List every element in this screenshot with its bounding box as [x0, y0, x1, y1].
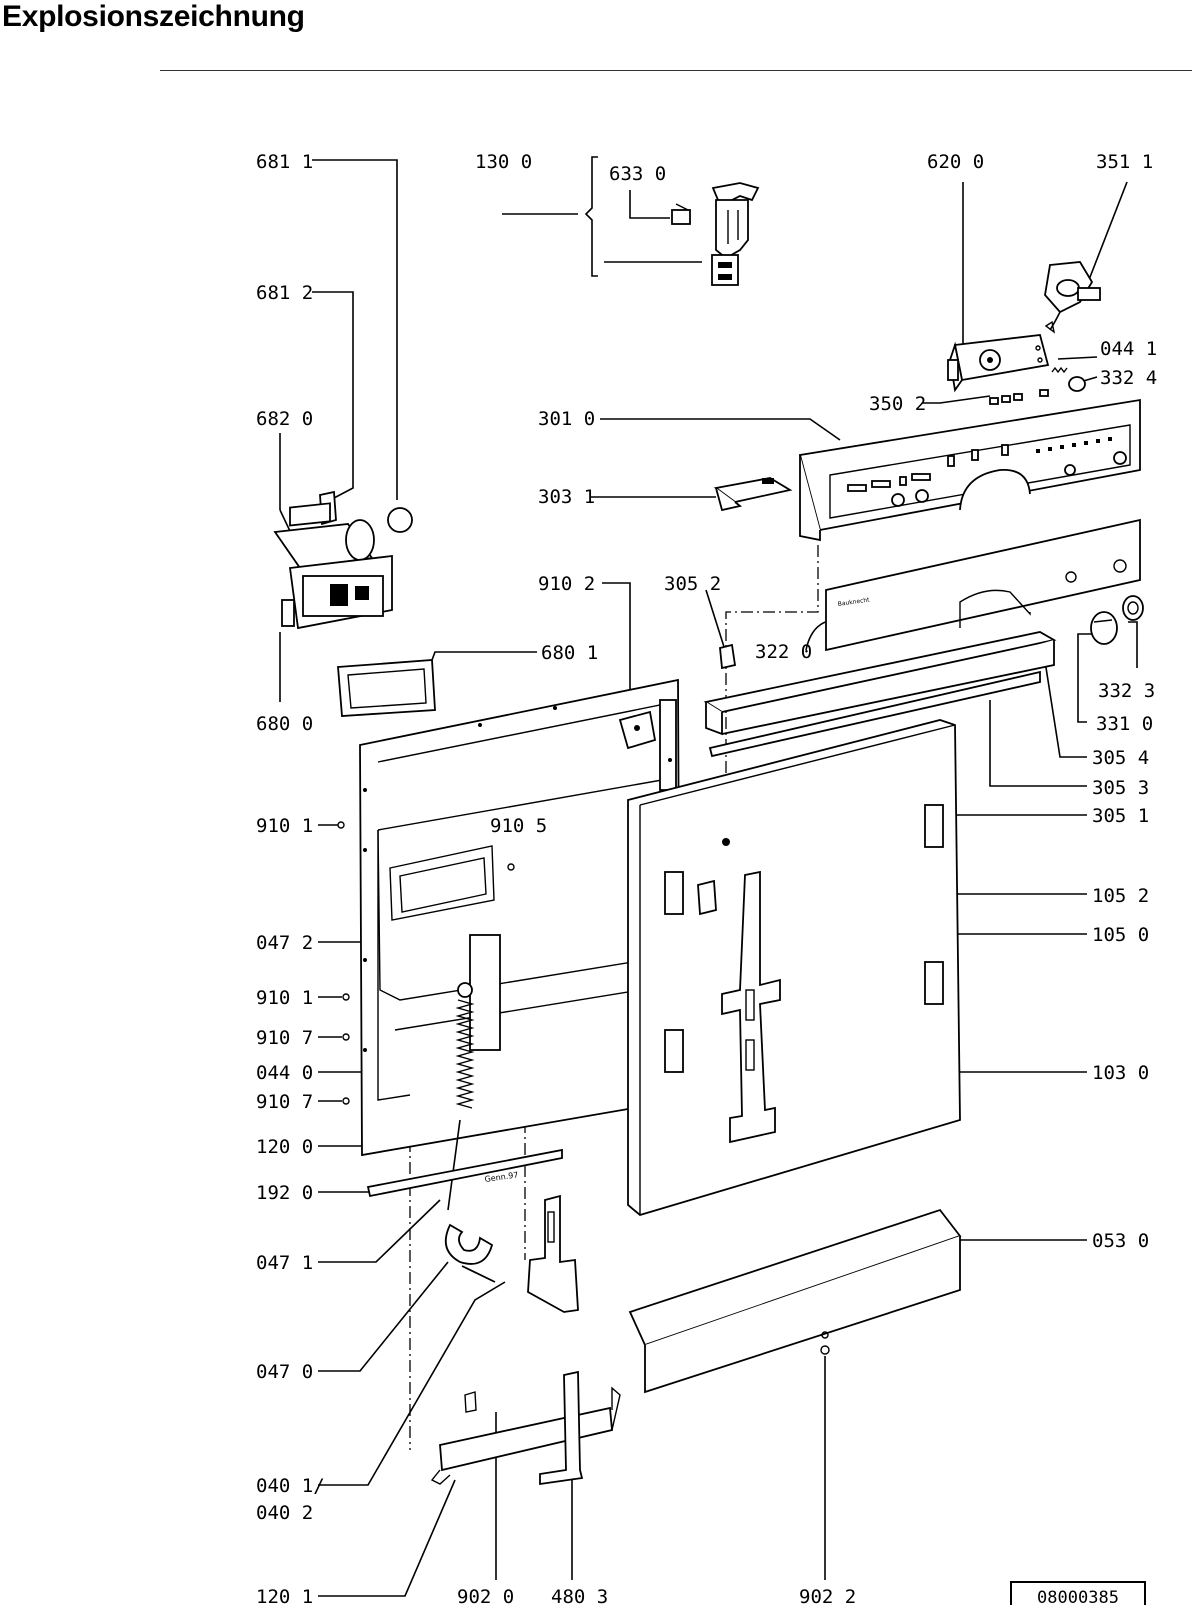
programmer-module-part	[947, 334, 1050, 393]
document-number: 08000385	[1037, 1588, 1119, 1605]
page-title: Explosionszeichnung	[2, 0, 305, 33]
brand-text: Bauknecht	[837, 597, 870, 608]
part-label: 305 1	[1092, 805, 1149, 827]
part-label: 902 0	[457, 1586, 514, 1605]
door-spring-part	[447, 982, 475, 1211]
screws-part	[337, 821, 515, 1105]
part-label: 681 2	[256, 282, 313, 304]
small-knob-part	[1068, 376, 1086, 392]
part-label: 040 1/	[256, 1475, 325, 1497]
part-label: 620 0	[927, 151, 984, 173]
lower-rail-part	[708, 670, 1041, 758]
parts: Bauknecht	[273, 182, 1144, 1486]
top-rail-part	[703, 631, 1057, 736]
title-divider	[160, 70, 1192, 71]
part-label: 040 2	[256, 1502, 313, 1524]
part-label: 053 0	[1092, 1230, 1149, 1252]
hinge-cam-part	[444, 1223, 496, 1283]
hinge-bracket-part	[527, 1194, 579, 1313]
part-label: 192 0	[256, 1182, 313, 1204]
program-knob-shaft-part	[1044, 261, 1101, 334]
part-label: 301 0	[538, 408, 595, 430]
part-label: 910 7	[256, 1027, 313, 1049]
program-knob-part	[1090, 595, 1144, 645]
part-labels: 681 1 130 0 633 0 620 0 351 1 681 2 044 …	[256, 151, 1157, 1605]
bottom-strip-part: Genn.97	[366, 1148, 563, 1198]
push-buttons-part	[989, 389, 1049, 405]
small-spring-part	[1051, 366, 1068, 374]
part-label: 047 2	[256, 932, 313, 954]
part-label: 682 0	[256, 408, 313, 430]
front-fascia-panel-part: Bauknecht	[825, 518, 1141, 652]
seal-ring-part	[387, 507, 413, 533]
part-label: 305 2	[664, 573, 721, 595]
kickplate-part	[628, 1208, 962, 1394]
part-label: 351 1	[1096, 151, 1153, 173]
part-label: 120 1	[256, 1586, 313, 1605]
part-label: 044 0	[256, 1062, 313, 1084]
dispenser-gasket-part	[337, 659, 436, 717]
door-lock-part	[711, 182, 760, 286]
small-bracket-part	[719, 643, 737, 670]
part-label: 350 2	[869, 393, 926, 415]
detergent-dispenser-part	[273, 502, 393, 630]
part-label: 480 3	[551, 1586, 608, 1605]
part-label: 044 1	[1100, 338, 1157, 360]
part-label: 680 0	[256, 713, 313, 735]
document-number-box: 08000385	[1010, 1581, 1146, 1605]
part-label: 910 5	[490, 815, 547, 837]
part-label: 305 3	[1092, 777, 1149, 799]
part-label: 047 1	[256, 1252, 313, 1274]
outer-door-panel-part	[627, 719, 961, 1216]
part-label: 910 1	[256, 987, 313, 1009]
part-label: 902 2	[799, 1586, 856, 1605]
part-label: 047 0	[256, 1361, 313, 1383]
inner-door-panel-part	[359, 678, 681, 1157]
lower-bracket-part	[430, 1370, 621, 1486]
part-label: 120 0	[256, 1136, 313, 1158]
part-label: 910 7	[256, 1091, 313, 1113]
part-label: 303 1	[538, 486, 595, 508]
part-label: 910 1	[256, 815, 313, 837]
part-label: 331 0	[1096, 713, 1153, 735]
part-label: 322 0	[755, 641, 812, 663]
micro-switch-part	[671, 203, 691, 225]
part-label: 332 4	[1100, 367, 1157, 389]
part-label: 910 2	[538, 573, 595, 595]
part-label: 130 0	[475, 151, 532, 173]
part-label: 332 3	[1098, 680, 1155, 702]
part-label: 633 0	[609, 163, 666, 185]
part-label: 681 1	[256, 151, 313, 173]
door-handle-part	[713, 477, 793, 512]
control-panel-part	[798, 398, 1141, 542]
part-label: 680 1	[541, 642, 598, 664]
part-label: 305 4	[1092, 747, 1149, 769]
part-label: 105 0	[1092, 924, 1149, 946]
latch-part	[697, 879, 717, 916]
part-label: 103 0	[1092, 1062, 1149, 1084]
part-label: 105 2	[1092, 885, 1149, 907]
